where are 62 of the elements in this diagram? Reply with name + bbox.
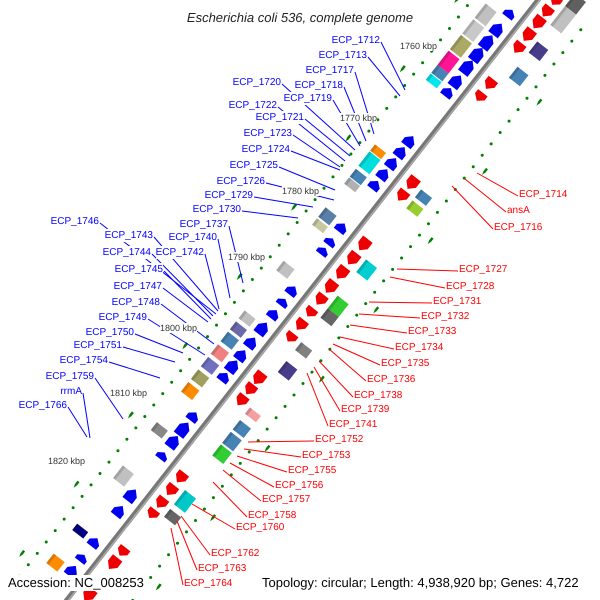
gene-label: ECP_1742 bbox=[156, 246, 204, 259]
gene-label: ECP_1764 bbox=[184, 577, 232, 590]
gene-label: ECP_1751 bbox=[74, 339, 122, 352]
gene-label: ECP_1721 bbox=[256, 111, 304, 124]
gene-label: ECP_1730 bbox=[192, 203, 241, 216]
gene-label: ECP_1755 bbox=[288, 464, 336, 477]
gene-label: ECP_1718 bbox=[294, 79, 343, 92]
gene-label: ECP_1729 bbox=[204, 189, 253, 202]
gene-label: ECP_1713 bbox=[318, 49, 367, 62]
gene-label: ECP_1720 bbox=[232, 76, 281, 89]
gene-label: ECP_1747 bbox=[114, 280, 162, 293]
gene-label: ECP_1725 bbox=[230, 159, 278, 172]
gene-label: ECP_1731 bbox=[433, 295, 482, 308]
gene-label: ECP_1714 bbox=[519, 188, 568, 201]
gene-label: ECP_1737 bbox=[180, 218, 228, 231]
gene-label: ECP_1722 bbox=[228, 99, 277, 112]
gene-label: ECP_1732 bbox=[421, 310, 470, 323]
scale-label: 1770 kbp bbox=[340, 113, 378, 123]
gene-label: ECP_1739 bbox=[341, 403, 390, 416]
gene-label: ECP_1719 bbox=[284, 92, 332, 105]
gene-label: ECP_1728 bbox=[446, 280, 494, 293]
gene-label: ECP_1749 bbox=[98, 311, 147, 324]
accession-text: Accession: NC_008253 bbox=[8, 575, 144, 591]
gene-label: ECP_1727 bbox=[459, 263, 508, 276]
gene-label: ECP_1744 bbox=[102, 246, 151, 259]
gene-label: ECP_1741 bbox=[329, 418, 378, 431]
gene-label: ECP_1766 bbox=[18, 399, 67, 412]
gene-label: ECP_1750 bbox=[86, 326, 134, 339]
gene-label: ECP_1724 bbox=[242, 143, 290, 156]
gene-label: ECP_1745 bbox=[114, 263, 163, 276]
gene-label: ECP_1759 bbox=[46, 370, 94, 383]
gene-label: ECP_1716 bbox=[494, 221, 542, 234]
gene-label: ECP_1733 bbox=[408, 325, 456, 338]
title: Escherichia coli 536, complete genome bbox=[186, 9, 414, 27]
scale-label: 1790 kbp bbox=[228, 252, 266, 262]
gene-label: ECP_1758 bbox=[248, 509, 296, 522]
scale-label: 1810 kbp bbox=[110, 388, 148, 398]
gene-label: ECP_1740 bbox=[168, 231, 217, 244]
scale-label: 1800 kbp bbox=[160, 323, 198, 333]
gene-label: ECP_1748 bbox=[112, 296, 160, 309]
gene-label: ECP_1760 bbox=[236, 521, 284, 534]
gene-label: ECP_1753 bbox=[302, 449, 350, 462]
gene-label: ECP_1762 bbox=[211, 547, 260, 560]
gene-label: ECP_1752 bbox=[315, 433, 364, 446]
scale-label: 1820 kbp bbox=[48, 456, 86, 466]
gene-label: ECP_1736 bbox=[367, 373, 416, 386]
gene-label: ECP_1738 bbox=[354, 389, 402, 402]
gene-label: ECP_1726 bbox=[216, 175, 265, 188]
gene-label: ECP_1756 bbox=[275, 479, 324, 492]
gene-label: ECP_1757 bbox=[262, 493, 310, 506]
gene-label: ECP_1754 bbox=[60, 354, 108, 367]
summary-text: Topology: circular; Length: 4,938,920 bp; Genes: 4,722 bbox=[262, 575, 579, 591]
gene-label: ECP_1717 bbox=[306, 64, 354, 77]
gene-label: ECP_1763 bbox=[198, 562, 246, 575]
gene-label: ECP_1746 bbox=[50, 215, 99, 228]
gene-label: ECP_1723 bbox=[244, 127, 292, 140]
gene-label: ECP_1734 bbox=[395, 341, 444, 354]
scale-label: 1760 kbp bbox=[400, 41, 438, 51]
gene-label: ECP_1735 bbox=[381, 357, 430, 370]
scale-label: 1780 kbp bbox=[282, 186, 320, 196]
gene-label: ECP_1712 bbox=[332, 34, 380, 47]
gene-label: ECP_1743 bbox=[104, 229, 153, 242]
